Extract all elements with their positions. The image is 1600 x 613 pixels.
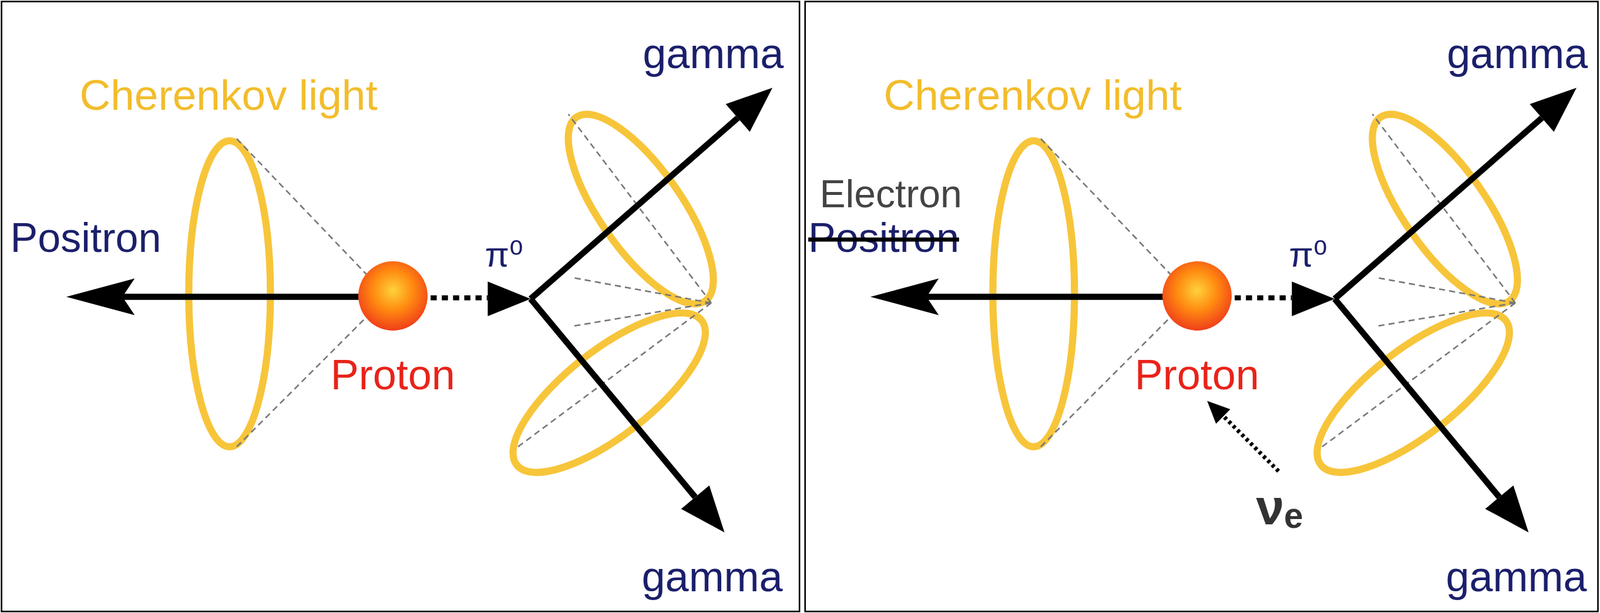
panel-border bbox=[1, 1, 800, 613]
proton-circle: Proton bbox=[358, 261, 428, 331]
particle-label: π⁰ bbox=[1288, 235, 1327, 275]
particle-label: gamma bbox=[1445, 554, 1587, 601]
neutrino-arrow bbox=[1207, 401, 1279, 472]
particle-label: π⁰ bbox=[484, 235, 523, 275]
decay-left bbox=[66, 87, 773, 533]
decay-right bbox=[870, 87, 1577, 533]
panel-border bbox=[805, 1, 1599, 613]
particle-label: Positron bbox=[10, 214, 162, 261]
light-label: Cherenkov light bbox=[79, 71, 378, 119]
particle-label: gamma bbox=[641, 554, 783, 601]
node-label: Proton bbox=[1134, 352, 1260, 399]
particle-label: Electron bbox=[819, 172, 963, 216]
struck-label: Positron bbox=[808, 214, 960, 261]
neutrino-label: νₑ bbox=[1255, 479, 1303, 536]
particle-label: gamma bbox=[1446, 30, 1588, 77]
particle-label: gamma bbox=[642, 30, 784, 77]
light-label: Cherenkov light bbox=[883, 71, 1182, 119]
node-label: Proton bbox=[330, 352, 456, 399]
proton-circle: Proton bbox=[1162, 261, 1232, 331]
